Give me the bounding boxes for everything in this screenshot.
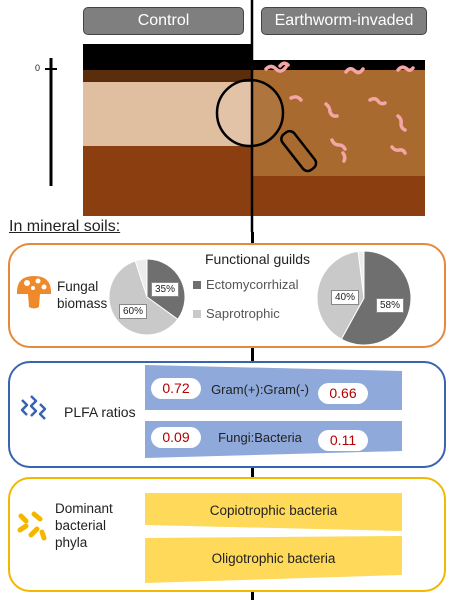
invaded-pie-slice-other (357, 250, 365, 299)
fungal-label-line1: Fungal (57, 279, 99, 294)
plfa-row2-label: Fungi:Bacteria (218, 430, 302, 445)
control-mineral-layer (83, 146, 252, 216)
control-header: Control (83, 7, 244, 35)
invaded-mineral-layer (252, 176, 425, 216)
depth-zero-label: 0 (35, 63, 41, 73)
bacteria-label-line1: Dominant (55, 501, 113, 516)
mushroom-icon (17, 276, 51, 309)
legend-label-ecto: Ectomycorrhizal (206, 277, 299, 292)
plfa-row1-control-value: 0.72 (151, 378, 201, 399)
legend-swatch-sapro (193, 310, 201, 318)
oligotrophic-label: Oligotrophic bacteria (211, 551, 336, 566)
control-surface-layer (83, 44, 252, 70)
section-title: In mineral soils: (9, 218, 121, 235)
copiotrophic-label: Copiotrophic bacteria (209, 503, 338, 518)
plfa-label: PLFA ratios (64, 404, 136, 420)
bacteria-icon (17, 511, 47, 541)
bacteria-label: Dominant bacterial phyla (55, 500, 113, 551)
control-pie-slice-other (134, 258, 148, 298)
soil-profile-diagram (45, 0, 425, 232)
bacteria-label-line2: bacterial (55, 518, 107, 533)
invaded-surface-layer (252, 60, 425, 70)
control-pie-label-sapro: 60% (119, 304, 148, 319)
invaded-pie-label-sapro: 40% (331, 290, 360, 305)
legend-label-sapro: Saprotrophic (206, 306, 280, 321)
plfa-row2-control-value: 0.09 (151, 427, 201, 448)
lightning-icon (20, 395, 47, 420)
plfa-row2-invaded-value: 0.11 (318, 430, 368, 451)
fungal-label-line2: biomass (57, 296, 108, 311)
plfa-row1-label: Gram(+):Gram(-) (211, 382, 309, 397)
copiotrophic-shape (145, 493, 402, 531)
plfa-row1-invaded-value: 0.66 (318, 383, 368, 404)
oligotrophic-shape (145, 536, 402, 583)
functional-guilds-title: Functional guilds (205, 251, 311, 267)
magnifier-icon (215, 78, 318, 173)
earthworm-icon (264, 61, 415, 163)
earthworm-invaded-header: Earthworm-invaded (261, 7, 427, 35)
fungal-label: Fungal biomass (57, 278, 107, 312)
control-organic-layer (83, 70, 252, 82)
invaded-pie-slice-ecto (340, 250, 412, 346)
bacteria-label-line3: phyla (55, 535, 88, 550)
invaded-pie-label-ecto: 58% (376, 298, 405, 313)
legend-swatch-ecto (193, 281, 201, 289)
control-pie-label-ecto: 35% (151, 282, 180, 297)
